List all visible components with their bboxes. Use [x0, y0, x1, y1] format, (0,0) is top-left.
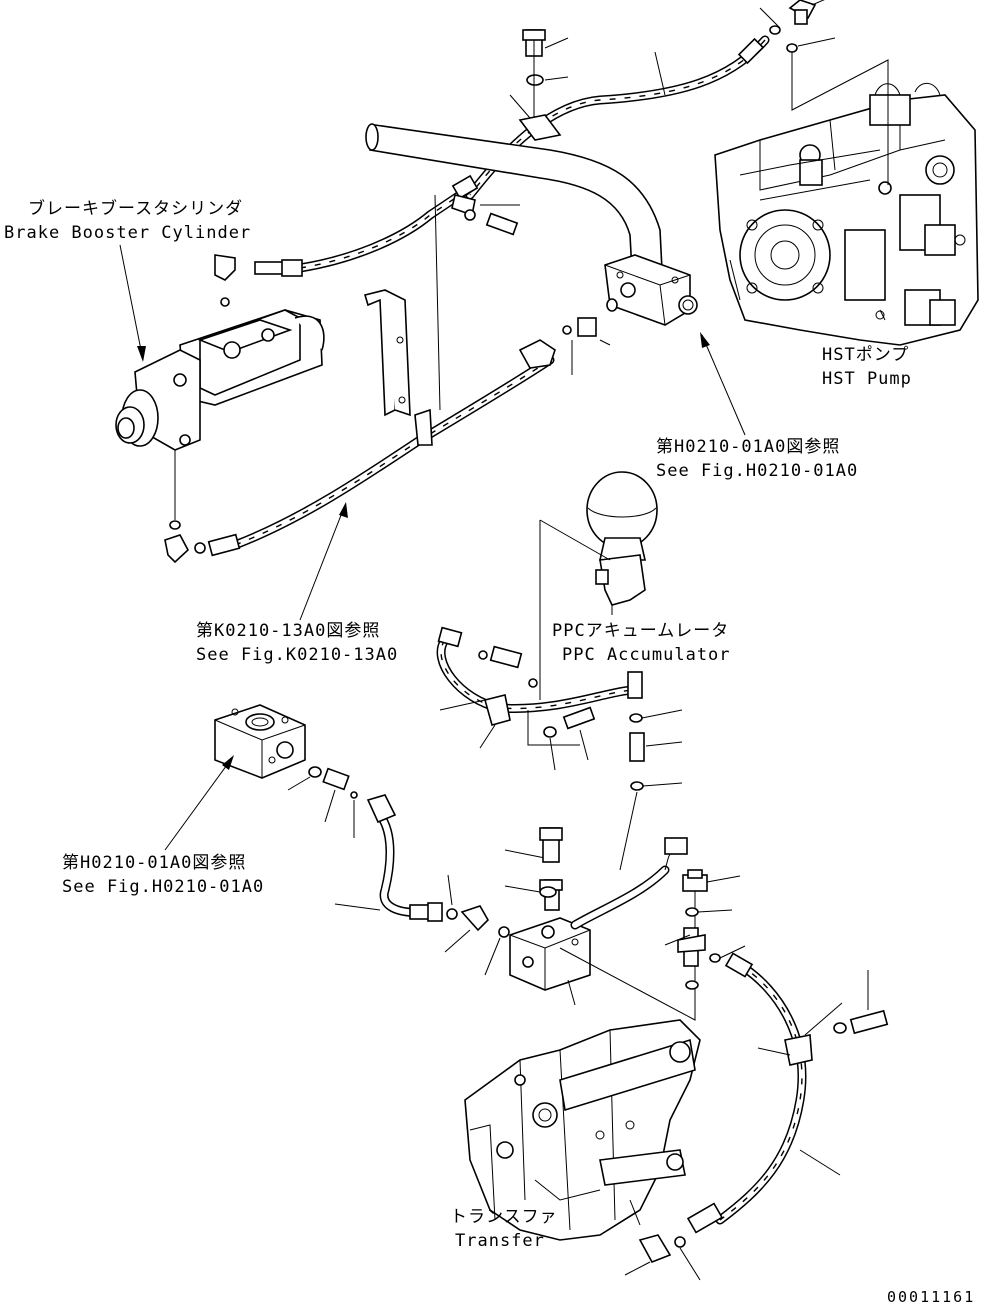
left-valve-block-icon	[214, 704, 306, 779]
ref-k0210-label-en: See Fig.K0210-13A0	[196, 645, 398, 665]
booster-return-hose	[164, 298, 618, 564]
hst-pump-fitting-top	[759, 0, 889, 185]
brake-booster-label-jp: ブレーキブースタシリンダ	[28, 198, 243, 219]
transfer-supply-hose	[624, 952, 889, 1281]
drawing-number: 00011161	[887, 1288, 975, 1306]
ppc-accumulator-label-en: PPC Accumulator	[562, 645, 731, 665]
h0210-left-ref-arrow	[164, 755, 234, 851]
transfer-label-jp: トランスファ	[450, 1207, 558, 1227]
accumulator-fittings	[619, 709, 683, 871]
brake-booster-label-arrow	[119, 244, 146, 362]
h0210-top-ref-arrow	[700, 332, 746, 436]
brake-booster-cylinder-icon	[115, 309, 325, 530]
k0210-ref-arrow	[299, 502, 348, 621]
left-supply-hose	[287, 766, 510, 976]
lower-right-fittings	[664, 869, 746, 990]
brake-booster-label-en: Brake Booster Cylinder	[4, 223, 251, 243]
ref-h0210-top-label-jp: 第H0210-01A0図参照	[656, 437, 840, 457]
ref-h0210-left-label-jp: 第H0210-01A0図参照	[62, 853, 246, 873]
ref-h0210-top-label-en: See Fig.H0210-01A0	[656, 461, 858, 481]
ppc-accumulator-label-jp: PPCアキュームレータ	[552, 621, 729, 641]
lower-valve-block-icon	[504, 827, 696, 1021]
transfer-label-en: Transfer	[455, 1231, 545, 1251]
brake-booster-upper-hose	[214, 174, 520, 307]
ref-k0210-label-jp: 第K0210-13A0図参照	[196, 621, 380, 641]
mounting-bracket	[363, 194, 441, 417]
large-bent-tube	[365, 123, 698, 326]
ppc-accumulator-icon	[539, 471, 658, 700]
ppc-hose	[436, 626, 643, 771]
hst-pump-label-jp: HSTポンプ	[822, 345, 909, 365]
ref-h0210-left-label-en: See Fig.H0210-01A0	[62, 877, 264, 897]
hst-pump-label-en: HST Pump	[822, 369, 912, 389]
transfer-case-icon	[464, 1019, 701, 1241]
hst-pump-icon	[714, 82, 979, 346]
upper-hose-clamp-bolt	[509, 29, 569, 141]
